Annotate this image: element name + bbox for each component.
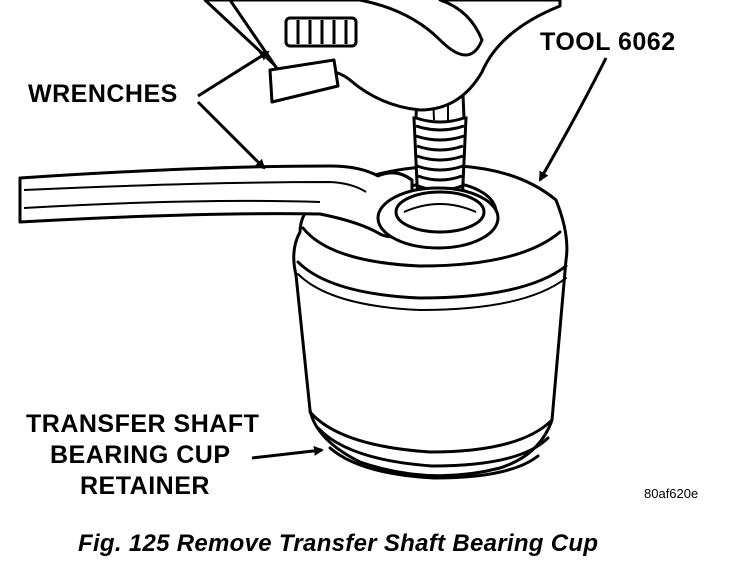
label-retainer-line2: BEARING CUP [50, 441, 231, 469]
label-wrenches: WRENCHES [28, 80, 178, 108]
arrow-retainer [251, 445, 324, 460]
label-retainer-line1: TRANSFER SHAFT [26, 410, 260, 438]
figure-code: 80af620e [644, 486, 699, 501]
arrow-wrench-top [197, 50, 270, 98]
box-end-wrench [18, 164, 500, 250]
retainer-ring-1 [308, 410, 554, 454]
label-retainer-line3: RETAINER [80, 472, 210, 500]
arrow-wrench-bottom [196, 100, 266, 170]
label-tool-6062: TOOL 6062 [540, 28, 676, 56]
adjustable-wrench [203, 0, 562, 112]
retainer-ring-2 [316, 426, 550, 468]
arrow-tool [538, 57, 608, 182]
figure-caption: Fig. 125 Remove Transfer Shaft Bearing C… [78, 530, 599, 557]
tool-band-upper [296, 260, 568, 300]
retainer-ring-3 [328, 446, 540, 480]
tool-top-rim [301, 226, 562, 268]
tool-band-lower [297, 273, 567, 311]
